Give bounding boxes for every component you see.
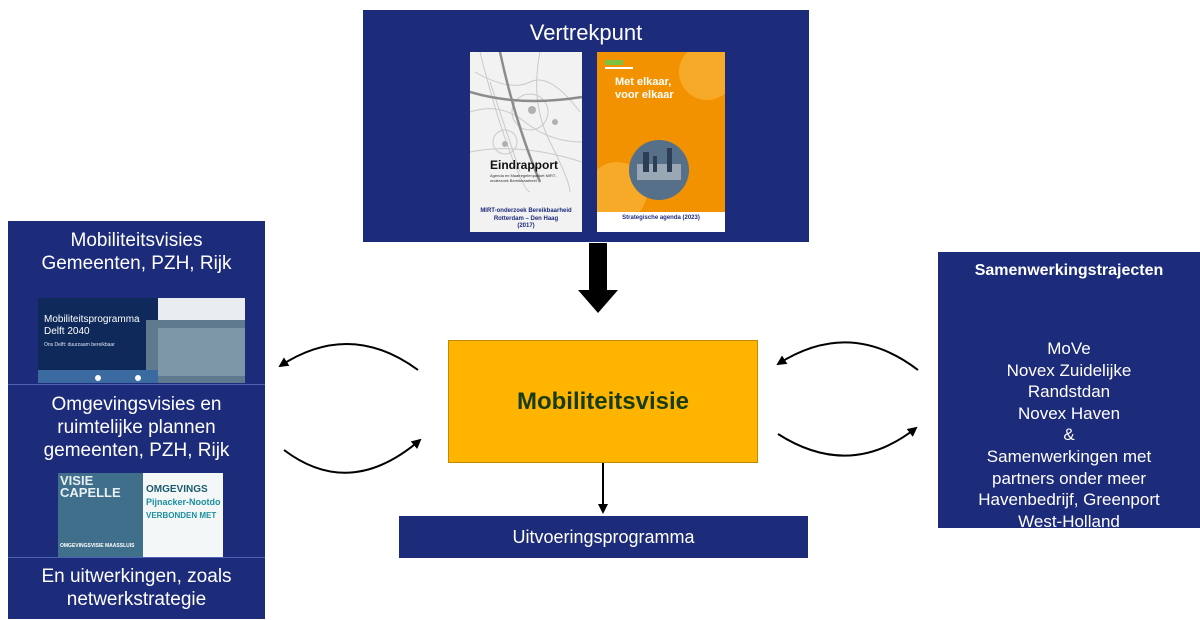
mobility-visions-box: Mobiliteitsvisies Gemeenten, PZH, Rijk M… [8,221,265,619]
left-section1-line1: Mobiliteitsvisies [70,230,203,251]
left-curved-arrow-in [283,438,422,474]
left-section2-line3: gemeenten, PZH, Rijk [43,440,230,461]
map-illustration [470,52,582,232]
mobility-vision-label: Mobiliteitsvisie [516,387,690,415]
maassluis-text: OMGEVINGSVISIE MAASSLUIS [60,543,135,549]
collab-item: & [1063,425,1075,445]
implementation-programme-label: Uitvoeringsprogramma [512,526,695,547]
left-section3-line1: En uitwerkingen, zoals [41,566,232,587]
cover-illustration [597,52,725,212]
strategic-agenda-cover: Met elkaar, voor elkaar Strategische age… [597,52,725,232]
delft-title-1: Mobiliteitsprogramma [44,314,140,325]
delft-programme-thumbnail: Mobiliteitsprogramma Delft 2040 Ons Delf… [38,298,245,383]
left-divider-1 [8,384,265,385]
left-section2-line2: ruimtelijke plannen [57,417,216,438]
agenda-caption: Strategische agenda (2023) [622,215,700,221]
implementation-programme-box: Uitvoeringsprogramma [399,516,808,558]
collab-item: MoVe [1047,339,1091,358]
env-line-1: OMGEVINGS [146,484,208,495]
collab-item: Novex Zuidelijke [1006,360,1132,380]
mirt-report-cover: Eindrapport Agenda en Maatregelenpakket … [470,52,582,232]
delft-title-2: Delft 2040 [44,326,90,337]
left-section3-line2: netwerkstrategie [66,589,207,610]
collab-item: Havenbedrijf, Greenport [978,490,1160,510]
collab-item: Randstdan [1027,382,1111,402]
starting-point-title: Vertrekpunt [529,20,643,45]
report-caption-3: (2017) [517,223,535,229]
env-line-3: VERBONDEN MET [146,511,217,520]
right-curved-arrow-in [776,341,919,371]
mobility-vision-box: Mobiliteitsvisie [448,340,758,463]
collaboration-title: Samenwerkingstrajecten [974,262,1164,279]
env-line-2: Pijnacker-Nootdo [146,497,221,507]
environment-vision-thumbnail: VISIE CAPELLE OMGEVINGS Pijnacker-Nootdo… [58,473,223,557]
collaboration-box: Samenwerkingstrajecten MoVe Novex Zuidel… [938,252,1200,531]
starting-point-box: Vertrekpunt Eindrapport Agenda [363,10,809,242]
agenda-title-2: voor elkaar [615,89,674,101]
right-curved-arrow-out [777,426,918,457]
left-section1-line2: Gemeenten, PZH, Rijk [41,253,232,274]
collab-item: West-Holland [1018,511,1120,531]
left-section2-line1: Omgevingsvisies en [51,394,222,415]
report-caption-1: MIRT-onderzoek Bereikbaarheid [480,208,572,214]
agenda-title-1: Met elkaar, [615,76,672,88]
down-arrow-icon [578,243,618,313]
left-divider-2 [8,557,265,558]
report-heading: Eindrapport [490,158,558,172]
collab-item: partners onder meer [991,468,1147,488]
left-curved-arrow-out [278,342,419,371]
collab-item: Samenwerkingen met [986,446,1152,466]
collab-item: Novex Haven [1017,403,1121,423]
delft-tagline: Ons Delft: duurzaam bereikbaar [44,342,115,348]
report-subtitle: Agenda en Maatregelenpakket MIRT-onderzo… [490,173,557,183]
report-caption-2: Rotterdam – Den Haag [493,215,559,222]
